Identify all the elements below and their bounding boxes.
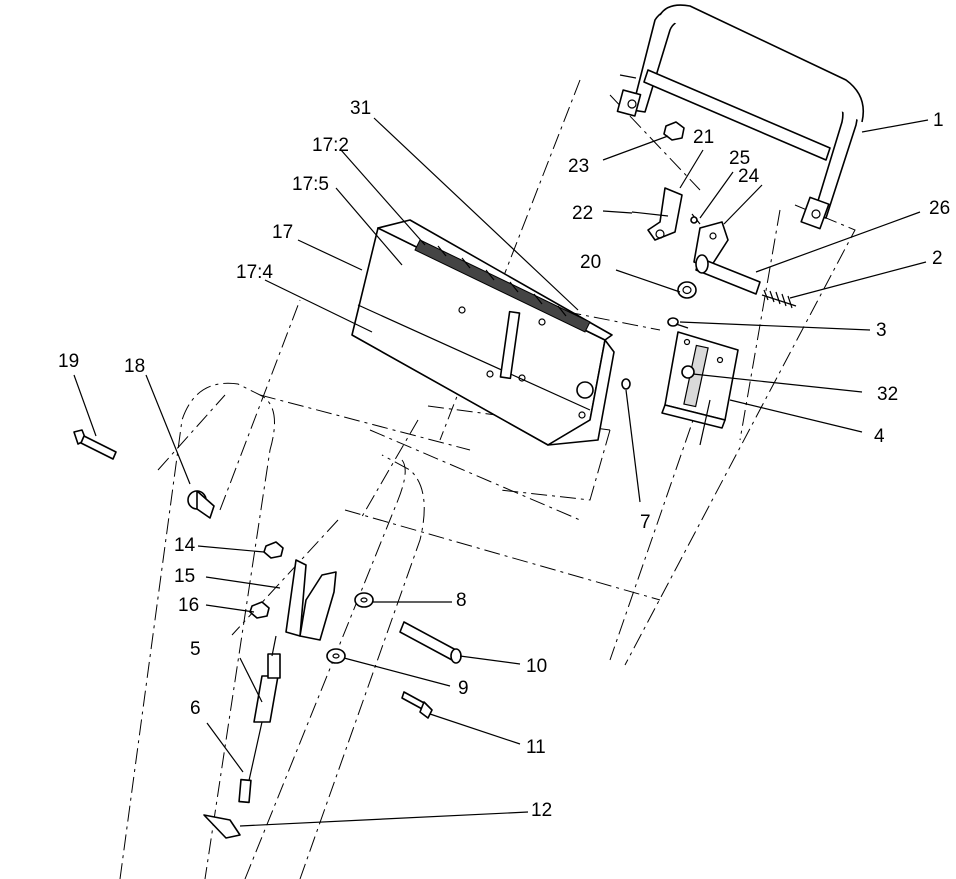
callout-17-5: 17:5 [292,174,329,195]
bail-handle-part-1 [616,4,865,230]
callout-22: 22 [572,203,593,224]
callout-10: 10 [526,656,547,677]
callout-9: 9 [458,678,469,699]
callout-8: 8 [456,590,467,611]
decal-segments [437,245,567,317]
callout-21: 21 [693,127,714,148]
screw-part-3 [667,317,689,329]
callout-25: 25 [729,148,750,169]
callout-17-2: 17:2 [312,135,349,156]
callout-19: 19 [58,351,79,372]
callout-24: 24 [738,166,760,187]
switch-plate-part-4 [661,331,739,446]
callout-2: 2 [932,248,943,269]
callout-26: 26 [929,198,950,219]
callout-3: 3 [876,320,887,341]
leader-lines [73,117,929,827]
control-housing-part-17 [351,219,615,446]
callout-15: 15 [174,566,195,587]
callout-1: 1 [933,110,944,131]
callout-17: 17 [272,222,293,243]
callout-labels: 1 2 3 4 5 6 7 8 9 10 11 12 14 15 16 17 1… [58,98,950,821]
latch-assembly [631,121,797,309]
callout-18: 18 [124,356,145,377]
callout-12: 12 [531,800,552,821]
callout-11: 11 [526,737,546,758]
callout-23: 23 [568,156,589,177]
callout-17-4: 17:4 [236,262,273,283]
spring-part-2 [761,289,797,309]
callout-32: 32 [877,384,898,405]
callout-16: 16 [178,595,199,616]
lower-hardware [73,378,631,839]
callout-7: 7 [640,512,651,533]
callout-20: 20 [580,252,601,273]
callout-6: 6 [190,698,201,719]
callout-5: 5 [190,639,201,660]
callout-4: 4 [874,426,885,447]
callout-31: 31 [350,98,371,119]
callout-14: 14 [174,535,196,556]
